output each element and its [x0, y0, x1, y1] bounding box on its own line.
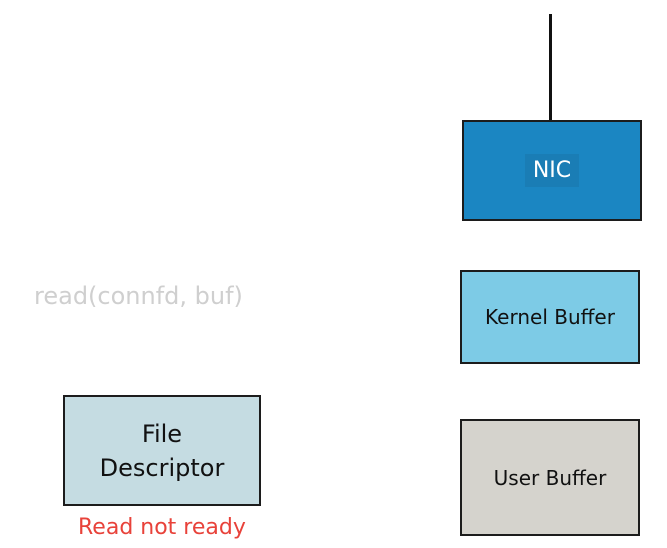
kernel-buffer-label: Kernel Buffer [485, 305, 615, 329]
file-descriptor-box: File Descriptor [63, 395, 261, 506]
nic-label: NIC [524, 154, 580, 187]
kernel-buffer-box: Kernel Buffer [460, 270, 640, 364]
read-status-text: Read not ready [78, 515, 246, 540]
user-buffer-label: User Buffer [493, 465, 607, 490]
file-descriptor-label-line1: File [141, 419, 183, 448]
syscall-text: read(connfd, buf) [34, 282, 243, 310]
user-buffer-box: User Buffer [460, 419, 640, 536]
nic-box: NIC [462, 120, 642, 221]
file-descriptor-label-line2: Descriptor [99, 453, 225, 482]
network-cable [549, 14, 552, 121]
